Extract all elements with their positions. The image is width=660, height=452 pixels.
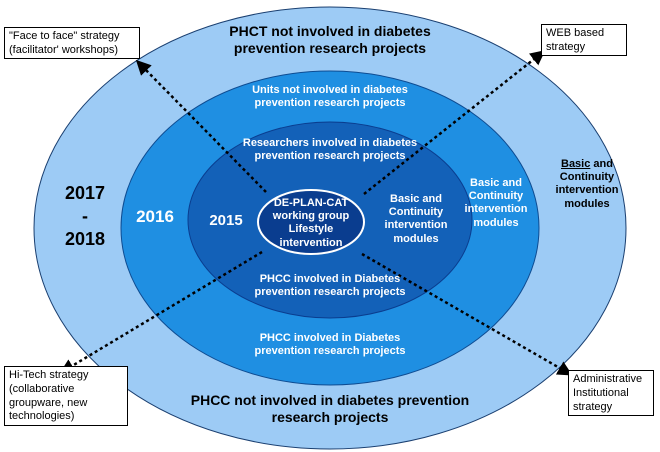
ring2016-top-label: Units not involved in diabetes preventio… (252, 84, 408, 110)
ring2016-year: 2016 (136, 207, 174, 226)
center-label: DE-PLAN-CAT working group Lifestyle inte… (272, 197, 350, 249)
ring2015-bottom-label: PHCC involved in Diabetes prevention res… (254, 273, 406, 299)
outer-year-end: 2018 (64, 229, 106, 249)
strategy-bottom-right: Administrative Institutional strategy (568, 370, 654, 416)
center-ellipse (257, 189, 365, 255)
strategy-top-left: "Face to face" strategy (facilitator' wo… (4, 27, 140, 59)
outer-year-dash: - (82, 206, 88, 226)
connector-bottom-right (361, 252, 573, 376)
outer-top-label: PHCT not involved in diabetes prevention… (229, 23, 431, 56)
ring2016-right-label: Basic and Continuity intervention module… (464, 177, 528, 229)
ring2015-top-label: Researchers involved in diabetes prevent… (242, 137, 418, 163)
outer-year-start: 2017 (64, 183, 106, 203)
outer-right-rest: and Continuity intervention modules (555, 158, 619, 210)
outer-right-label: Basic and Continuity intervention module… (548, 158, 626, 211)
connector-bottom-left (59, 250, 263, 374)
ring2016-bottom-label: PHCC involved in Diabetes prevention res… (254, 332, 406, 358)
strategy-top-right: WEB based strategy (541, 24, 627, 56)
outer-bottom-label: PHCC not involved in diabetes prevention… (190, 392, 470, 425)
connector-top-right (363, 50, 546, 195)
strategy-bottom-left: Hi-Tech strategy (collaborative groupwar… (4, 366, 128, 426)
outer-right-underlined: Basic (561, 158, 591, 170)
ring2015-year: 2015 (209, 212, 243, 229)
ring2015-right-label: Basic and Continuity intervention module… (384, 193, 448, 245)
connector-top-left (135, 59, 267, 193)
